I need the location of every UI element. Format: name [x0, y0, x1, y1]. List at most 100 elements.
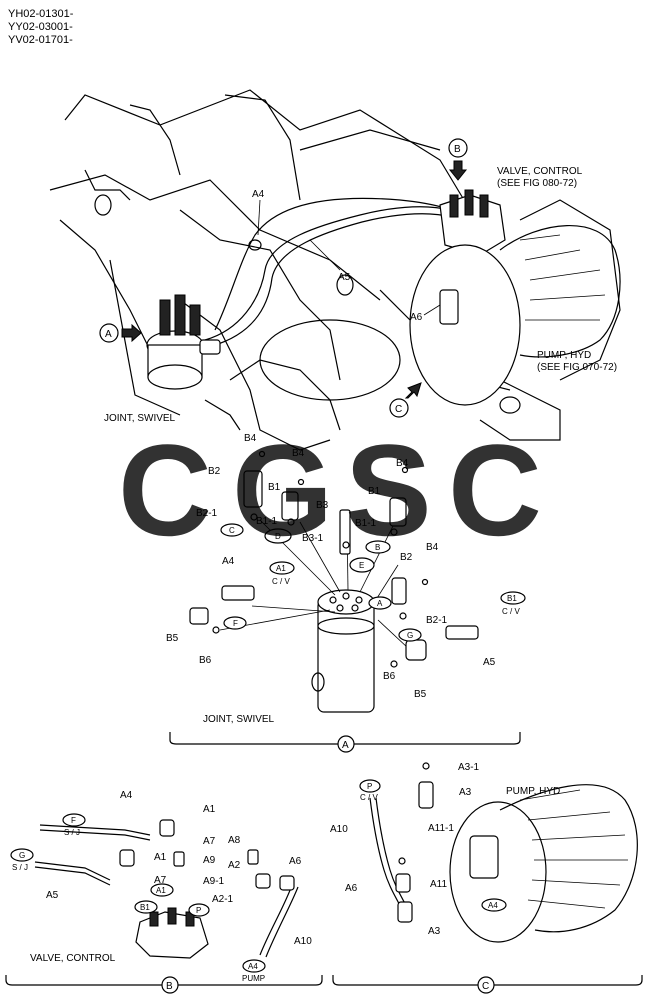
serial-number-1: YH02-01301-: [8, 8, 74, 20]
detail-a-label-b1-1: B1: [268, 482, 281, 493]
detail-b-section-marker: B: [166, 981, 173, 992]
detail-a-port-c: C: [220, 523, 244, 537]
port-a-label: A: [377, 599, 383, 608]
detail-b-label-a1-1: A1: [203, 804, 216, 815]
serial-number-3: YV02-01701-: [8, 34, 73, 46]
detail-c-title: PUMP, HYD: [506, 786, 560, 797]
detail-c-label-a3-2: A3: [428, 926, 441, 937]
detail-a-label-b4-2: B4: [292, 448, 305, 459]
marker-b-label: B: [454, 144, 461, 155]
detail-b-label-a1-2: A1: [154, 852, 167, 863]
callout-g-sub: S / J: [12, 863, 28, 872]
watermark-letter-c-1: C: [118, 417, 212, 563]
joint-swivel-label: JOINT, SWIVEL: [104, 413, 176, 424]
detail-c-label-a3-1b: A3: [459, 787, 472, 798]
detail-b-callout-p: P: [188, 903, 210, 917]
port-b-label: B: [375, 543, 380, 552]
callout-a1-sub: C / V: [272, 577, 290, 586]
detail-b-label-a5: A5: [46, 890, 59, 901]
cgsc-watermark: C G S C: [118, 417, 542, 563]
detail-b-label-a9-1: A9-1: [203, 876, 225, 887]
detail-b-label-a4: A4: [120, 790, 133, 801]
callout-f-sub: S / J: [64, 828, 80, 837]
detail-a-label-b2-1-a: B2-1: [196, 508, 218, 519]
marker-a-label: A: [105, 329, 112, 340]
detail-a-label-b2-1: B2: [208, 466, 221, 477]
detail-c-label-a6: A6: [345, 883, 358, 894]
detail-a-port-f: F: [223, 616, 247, 630]
detail-a-label-a4: A4: [222, 556, 235, 567]
top-view-control-valve: [439, 189, 506, 256]
callout-p-c-label: P: [367, 782, 372, 791]
watermark-letter-g: G: [232, 417, 333, 563]
detail-a-fittings: [189, 450, 479, 668]
detail-a-label-b3-1: B3-1: [302, 533, 324, 544]
top-view-hydraulic-pump: [409, 225, 621, 406]
detail-a-label-b2-2: B2: [400, 552, 413, 563]
detail-a-title: JOINT, SWIVEL: [203, 714, 275, 725]
callout-f-label: F: [71, 816, 76, 825]
callout-a1-label: A1: [276, 564, 286, 573]
detail-a-label-b4-1: B4: [244, 433, 257, 444]
port-c-label: C: [229, 526, 235, 535]
detail-b-label-a9: A9: [203, 855, 216, 866]
detail-a-port-d: D: [264, 528, 292, 544]
detail-b-label-a10: A10: [294, 936, 312, 947]
detail-c-section-marker: C: [482, 981, 489, 992]
detail-a-label-a5: A5: [483, 657, 496, 668]
serial-number-2: YY02-03001-: [8, 21, 73, 33]
pump-hyd-label: PUMP, HYD: [537, 350, 591, 361]
detail-c-label-a10: A10: [330, 824, 348, 835]
detail-b-title: VALVE, CONTROL: [30, 953, 116, 964]
detail-a-label-b3: B3: [316, 500, 329, 511]
detail-b-callout-g: G S / J: [10, 848, 34, 872]
detail-a-port-e: E: [349, 557, 375, 573]
top-view-swivel-joint: [146, 294, 221, 390]
pump-hyd-ref: (SEE FIG 070-72): [537, 362, 617, 373]
detail-a-label-b1-1-a: B1-1: [256, 516, 278, 527]
valve-control-ref: (SEE FIG 080-72): [497, 178, 577, 189]
detail-b-label-a6: A6: [289, 856, 302, 867]
port-d-label: D: [275, 532, 281, 541]
detail-a-callout-b1: B1 C / V: [500, 591, 526, 616]
callout-g-label: G: [19, 851, 25, 860]
detail-c-callout-p: P C / V: [359, 779, 381, 802]
detail-a-port-a: A: [368, 596, 392, 610]
top-label-a6: A6: [410, 312, 423, 323]
detail-a-label-b4-3: B4: [396, 458, 409, 469]
detail-a-label-b5-1: B5: [166, 633, 179, 644]
port-e-label: E: [359, 561, 364, 570]
detail-a-port-b: B: [365, 540, 391, 554]
detail-b-label-a7-2: A7: [154, 875, 167, 886]
detail-a-label-b4-4: B4: [426, 542, 439, 553]
watermark-letter-c-2: C: [448, 417, 542, 563]
detail-a-label-b6-1: B6: [199, 655, 212, 666]
top-label-a4: A4: [252, 189, 265, 200]
watermark-letter-s: S: [345, 417, 432, 563]
callout-p-c-sub: C / V: [360, 793, 378, 802]
detail-b-label-a2-1: A2-1: [212, 894, 234, 905]
detail-c-label-a11-1: A11-1: [428, 823, 454, 834]
detail-a-label-b6-2: B6: [383, 671, 396, 682]
detail-c-label-a11: A11: [430, 879, 447, 890]
port-f-label: F: [233, 619, 238, 628]
top-view-machine-frame: [49, 89, 621, 451]
detail-a-section-marker: A: [342, 740, 349, 751]
detail-a-label-b2-1-b: B2-1: [426, 615, 448, 626]
detail-b-callout-a4-pump: A4 PUMP: [242, 959, 266, 983]
callout-p-b-label: P: [196, 906, 201, 915]
detail-a-port-g: G: [398, 628, 422, 642]
detail-a-label-b1-2: B1: [368, 486, 381, 497]
valve-control-label: VALVE, CONTROL: [497, 166, 583, 177]
detail-b-callout-b1: B1: [134, 900, 158, 914]
top-view-marker-c: C: [389, 382, 422, 418]
detail-b-callout-f: F S / J: [62, 813, 86, 837]
callout-a1-b-label: A1: [156, 886, 166, 895]
callout-a4-b-sub: PUMP: [242, 974, 265, 983]
callout-b1-b-label: B1: [140, 903, 150, 912]
detail-a-swivel-joint: [311, 589, 375, 713]
detail-b-label-a7-1: A7: [203, 836, 216, 847]
detail-c-pump: [369, 762, 638, 943]
detail-c-label-a3-1: A3-1: [458, 762, 480, 773]
